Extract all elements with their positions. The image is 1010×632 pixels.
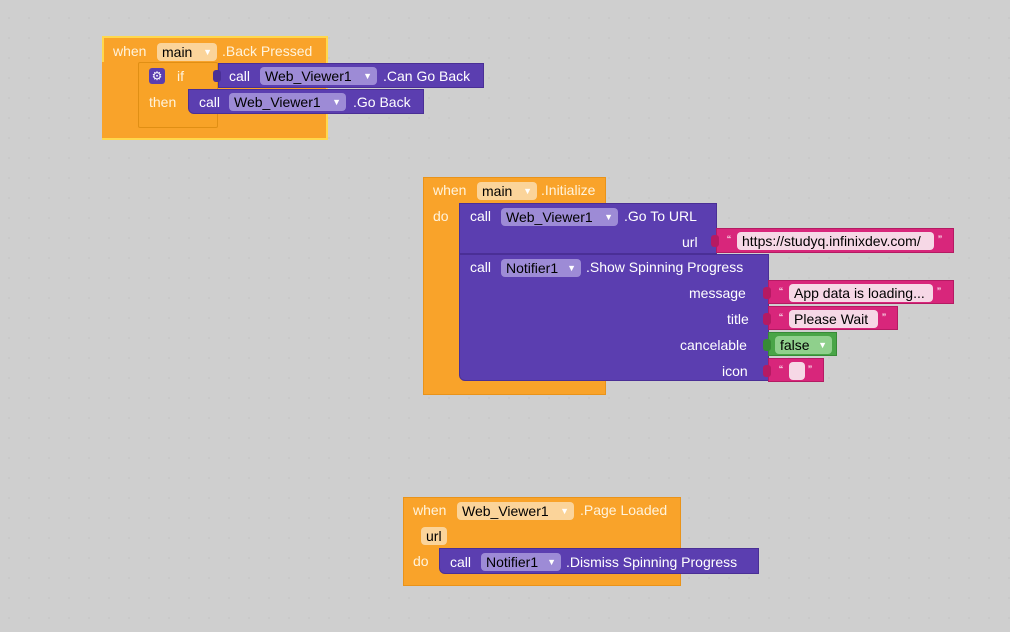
call-can-go-back-block[interactable]: call Web_Viewer1 ▼ .Can Go Back: [213, 63, 484, 88]
title-text-field[interactable]: Please Wait: [789, 310, 878, 328]
component-dropdown-main[interactable]: main ▼: [157, 43, 217, 61]
component-dropdown-notifier[interactable]: Notifier1 ▼: [481, 553, 561, 571]
call-label: call: [199, 94, 221, 110]
event-name-label: .Page Loaded: [580, 502, 668, 518]
text-block-title[interactable]: “ Please Wait ”: [763, 306, 898, 330]
boolean-dropdown[interactable]: false ▼: [775, 336, 832, 354]
close-quote: ”: [937, 285, 941, 299]
when-label: when: [413, 502, 447, 518]
open-quote: “: [779, 363, 783, 377]
url-text-field[interactable]: https://studyq.infinixdev.com/: [737, 232, 934, 250]
call-label: call: [450, 554, 472, 570]
method-label: .Show Spinning Progress: [586, 259, 744, 275]
input-connector: [763, 287, 771, 299]
do-label: do: [433, 208, 449, 224]
call-go-to-url-block[interactable]: call Web_Viewer1 ▼ .Go To URL url: [459, 203, 717, 254]
chevron-down-icon: ▼: [363, 71, 372, 81]
when-label: when: [433, 182, 467, 198]
chevron-down-icon: ▼: [567, 263, 576, 273]
component-dropdown-web-viewer[interactable]: Web_Viewer1 ▼: [457, 502, 574, 520]
close-quote: ”: [938, 233, 942, 247]
text-block-icon[interactable]: “ ”: [763, 358, 824, 382]
cancelable-socket-label: cancelable: [680, 337, 747, 353]
component-dropdown-notifier[interactable]: Notifier1 ▼: [501, 259, 581, 277]
method-label: .Can Go Back: [383, 68, 471, 84]
call-label: call: [470, 208, 492, 224]
call-dismiss-spinning-progress-block[interactable]: call Notifier1 ▼ .Dismiss Spinning Progr…: [439, 548, 759, 574]
open-quote: “: [727, 233, 731, 247]
url-socket-label: url: [682, 234, 698, 250]
open-quote: “: [779, 311, 783, 325]
icon-socket-label: icon: [722, 363, 748, 379]
input-connector: [763, 365, 771, 377]
when-label: when: [113, 43, 147, 59]
chevron-down-icon: ▼: [818, 340, 827, 350]
logic-block-false[interactable]: false ▼: [763, 332, 837, 356]
component-dropdown-web-viewer[interactable]: Web_Viewer1 ▼: [229, 93, 346, 111]
text-block-url[interactable]: “ https://studyq.infinixdev.com/ ”: [711, 228, 954, 253]
input-connector: [763, 313, 771, 325]
method-label: .Go To URL: [624, 208, 697, 224]
component-dropdown-web-viewer[interactable]: Web_Viewer1 ▼: [260, 67, 377, 85]
message-text-field[interactable]: App data is loading...: [789, 284, 933, 302]
input-connector: [213, 70, 221, 82]
open-quote: “: [779, 285, 783, 299]
icon-text-field[interactable]: [789, 362, 805, 380]
input-connector: [763, 339, 771, 351]
call-show-spinning-progress-block[interactable]: call Notifier1 ▼ .Show Spinning Progress…: [459, 254, 769, 381]
call-go-back-block[interactable]: call Web_Viewer1 ▼ .Go Back: [188, 89, 424, 114]
event-parameter-url[interactable]: url: [421, 527, 447, 545]
chevron-down-icon: ▼: [560, 506, 569, 516]
component-dropdown-main[interactable]: main ▼: [477, 182, 537, 200]
do-slot-back-pressed: [102, 62, 138, 138]
event-name-label: .Back Pressed: [222, 43, 313, 59]
if-label: if: [177, 68, 184, 84]
chevron-down-icon: ▼: [523, 186, 532, 196]
text-block-message[interactable]: “ App data is loading... ”: [763, 280, 954, 304]
component-dropdown-web-viewer[interactable]: Web_Viewer1 ▼: [501, 208, 618, 226]
input-connector: [711, 235, 719, 247]
chevron-down-icon: ▼: [332, 97, 341, 107]
call-label: call: [229, 68, 251, 84]
then-label: then: [149, 94, 177, 110]
method-label: .Go Back: [353, 94, 411, 110]
chevron-down-icon: ▼: [203, 47, 212, 57]
title-socket-label: title: [727, 311, 749, 327]
chevron-down-icon: ▼: [547, 557, 556, 567]
do-label: do: [413, 553, 429, 569]
close-quote: ”: [882, 311, 886, 325]
close-quote: ”: [808, 363, 812, 377]
if-block[interactable]: ⚙ if then: [138, 62, 218, 128]
method-label: .Dismiss Spinning Progress: [566, 554, 738, 570]
call-label: call: [470, 259, 492, 275]
event-name-label: .Initialize: [541, 182, 596, 198]
message-socket-label: message: [689, 285, 746, 301]
gear-icon[interactable]: ⚙: [149, 68, 165, 84]
chevron-down-icon: ▼: [604, 212, 613, 222]
